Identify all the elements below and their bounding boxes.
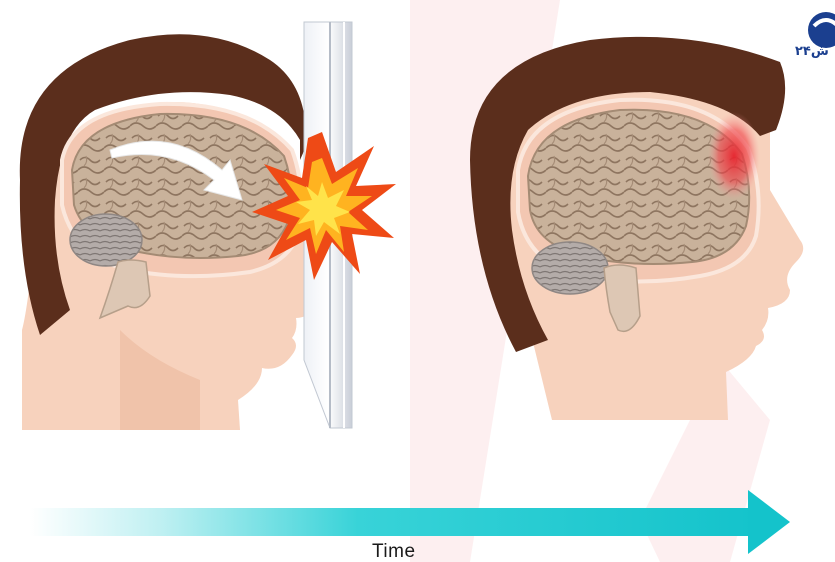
bruise-highlight-icon <box>708 112 760 200</box>
site-logo <box>808 12 835 48</box>
right-cerebellum <box>532 242 608 294</box>
logo-text: ش۲۴ <box>795 44 829 59</box>
left-cerebellum <box>70 214 142 266</box>
left-head <box>20 34 314 430</box>
right-head <box>470 37 803 420</box>
time-axis-label: Time <box>372 542 416 562</box>
